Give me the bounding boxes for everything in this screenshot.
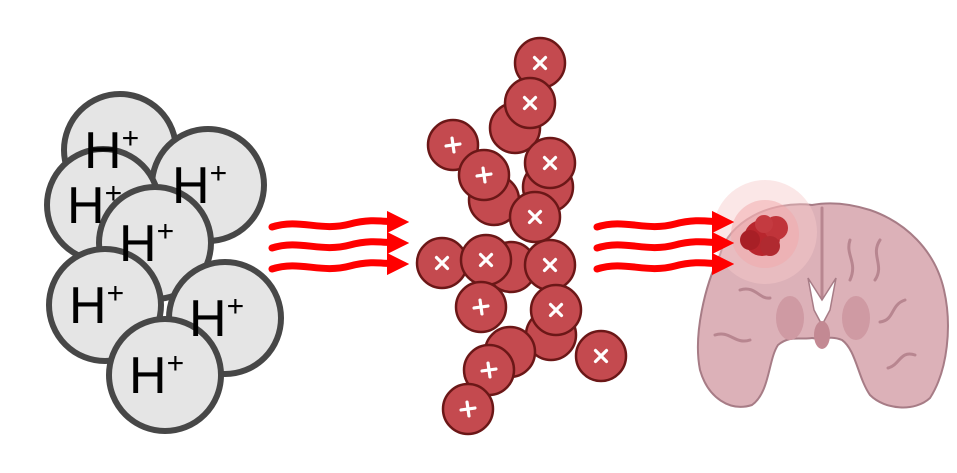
- plus-icon: [459, 400, 477, 418]
- cross-icon: [434, 255, 450, 271]
- tumor: [740, 215, 788, 256]
- charged-ion: [523, 136, 577, 190]
- charged-ion: [454, 280, 508, 334]
- arrows-left: [268, 210, 410, 276]
- cross-icon: [542, 155, 558, 171]
- proton-cluster: [44, 91, 284, 434]
- cross-icon: [542, 257, 558, 273]
- cross-icon: [532, 55, 548, 71]
- wave-arrow: [268, 231, 410, 255]
- plus-icon: [475, 166, 493, 184]
- charged-ion: [529, 283, 583, 337]
- cross-icon: [478, 252, 494, 268]
- wave-arrow: [593, 231, 735, 255]
- brain-illustration: [696, 180, 949, 409]
- plus-icon: [444, 136, 462, 154]
- proton: [106, 316, 224, 434]
- plus-icon: [480, 361, 498, 379]
- cross-icon: [593, 348, 609, 364]
- proton-label: H+: [119, 215, 174, 273]
- charged-ion: [508, 190, 562, 244]
- cross-icon: [522, 95, 538, 111]
- proton-labels: H+H+H+H+H+H+H+: [67, 122, 244, 405]
- cross-icon: [548, 302, 564, 318]
- charged-ion: [457, 148, 511, 202]
- wave-arrow: [268, 252, 410, 276]
- proton-label: H+: [172, 157, 227, 215]
- charged-ion: [415, 236, 469, 290]
- charged-ion: [574, 329, 628, 383]
- charged-ion: [441, 382, 495, 436]
- plus-icon: [472, 298, 490, 316]
- proton-label: H+: [189, 290, 244, 348]
- proton-label: H+: [129, 347, 184, 405]
- cross-icon: [527, 209, 543, 225]
- arrows-right: [593, 210, 735, 276]
- charged-ion: [523, 238, 577, 292]
- wave-arrow: [268, 210, 410, 234]
- proton-label: H+: [67, 177, 122, 235]
- charged-ion: [459, 233, 513, 287]
- charged-ion: [503, 76, 557, 130]
- proton-label: H+: [84, 122, 139, 180]
- wave-arrow: [593, 252, 735, 276]
- wave-arrow: [593, 210, 735, 234]
- proton-label: H+: [69, 277, 124, 335]
- ion-cluster: [415, 36, 628, 436]
